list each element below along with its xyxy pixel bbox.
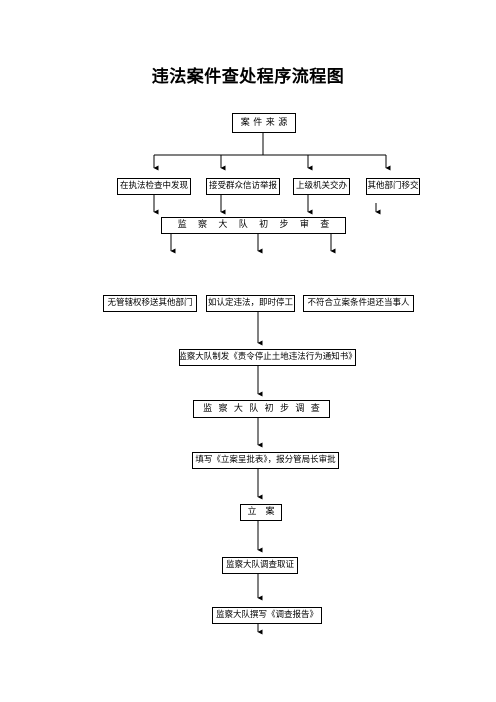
node-public-report: 接受群众信访举报: [206, 178, 280, 195]
node-no-jurisdiction: 无管辖权移送其他部门: [103, 295, 197, 312]
node-filing-approval: 填写《立案呈批表》，报分管局长审批: [192, 452, 339, 469]
node-initial-investigation: 监察大队初步调查: [193, 400, 330, 418]
node-return-to-party: 不符合立案条件退还当事人: [303, 295, 414, 312]
node-issue-notice: 监察大队制发《责令停止土地违法行为通知书》: [179, 349, 356, 366]
page-title: 违法案件查处程序流程图: [151, 67, 345, 87]
node-initial-review: 监察大队初步审查: [161, 217, 346, 234]
node-file-case: 立案: [240, 504, 282, 521]
node-case-source: 案件来源: [232, 113, 296, 133]
node-other-dept-transfer: 其他部门移交: [366, 178, 420, 195]
node-investigation-report: 监察大队撰写《调查报告》: [212, 607, 322, 624]
node-found-in-inspection: 在执法检查中发现: [117, 178, 191, 195]
node-stop-work: 如认定违法，即时停工: [206, 295, 295, 312]
node-collect-evidence: 监察大队调查取证: [222, 557, 298, 574]
node-superior-assigned: 上级机关交办: [293, 178, 350, 195]
